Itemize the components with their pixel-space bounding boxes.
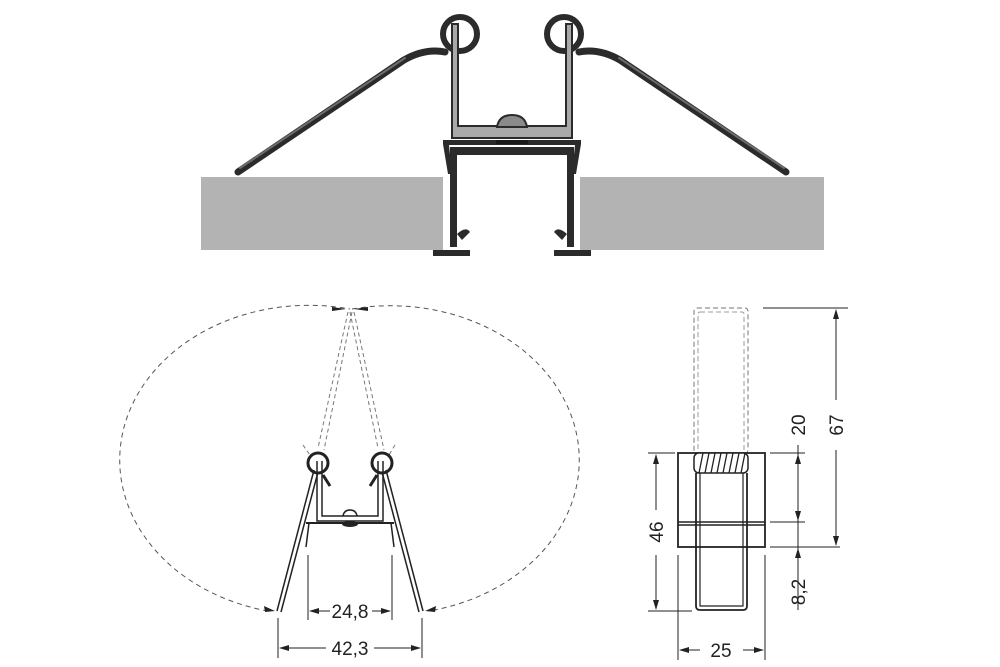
dimension-46 — [648, 452, 692, 612]
swing-range-arc — [119, 304, 580, 612]
dim-label-67: 67 — [827, 414, 848, 435]
dimension-25 — [677, 555, 766, 660]
spring-coil — [693, 452, 749, 474]
dim-label-20: 20 — [789, 414, 810, 435]
side-view: 46 25 20 8,2 67 — [647, 307, 848, 662]
dimension-20-8-2 — [770, 445, 840, 610]
ceiling-left — [201, 177, 443, 250]
dimension-67 — [763, 307, 848, 546]
front-view: 24,8 42,3 — [119, 304, 580, 660]
mounting-bracket — [451, 23, 573, 139]
spring-ring-left — [306, 451, 330, 475]
spring-clip-left — [234, 14, 480, 176]
dim-label-46: 46 — [647, 521, 668, 542]
dim-label-25: 25 — [710, 641, 731, 662]
dim-label-8-2: 8,2 — [789, 579, 810, 605]
dim-label-24-8: 24,8 — [332, 602, 369, 623]
ceiling-right — [580, 177, 824, 250]
dimension-outer-width — [277, 618, 423, 658]
aluminium-profile — [433, 140, 591, 256]
dimension-inner-width — [307, 555, 393, 620]
spring-clip-right — [544, 14, 790, 176]
installed-section-view — [201, 14, 824, 256]
dim-label-42-3: 42,3 — [332, 639, 369, 660]
spring-ring-right — [370, 451, 394, 475]
